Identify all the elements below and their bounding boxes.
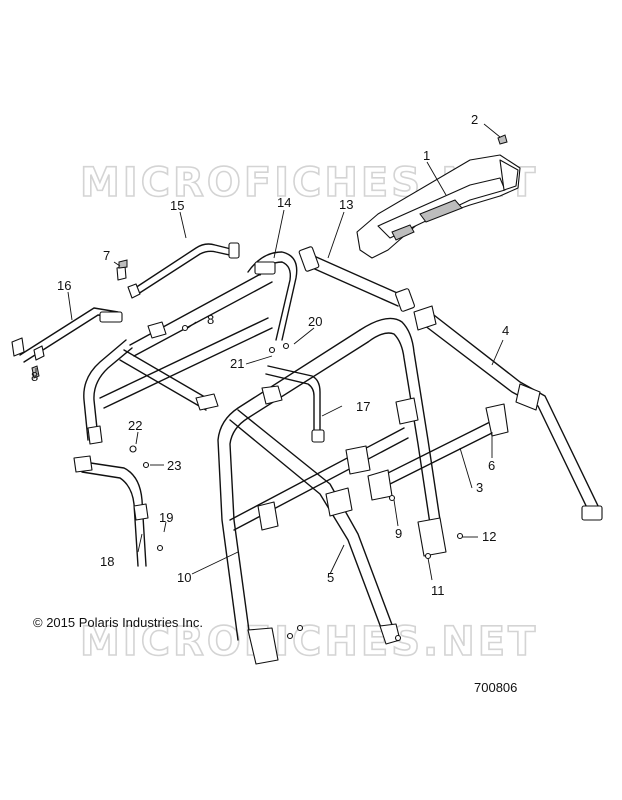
callout-7: 7 xyxy=(103,248,110,263)
callout-17: 17 xyxy=(356,399,370,414)
callout-10: 10 xyxy=(177,570,191,585)
callout-20: 20 xyxy=(308,314,322,329)
callout-15: 15 xyxy=(170,198,184,213)
callout-1: 1 xyxy=(423,148,430,163)
callout-18: 18 xyxy=(100,554,114,569)
part-2-clip xyxy=(497,134,508,145)
part-16-side-bar xyxy=(11,307,123,363)
copyright-text: © 2015 Polaris Industries Inc. xyxy=(33,615,203,630)
callout-5: 5 xyxy=(327,570,334,585)
callout-11: 11 xyxy=(431,583,445,598)
callout-22: 22 xyxy=(128,418,142,433)
part-8-bolt-left xyxy=(31,365,40,379)
leader-lines xyxy=(35,123,504,581)
front-hoop-frame xyxy=(217,317,447,665)
rear-cage-frame xyxy=(83,251,298,445)
callout-2: 2 xyxy=(471,112,478,127)
part-13-cross-tube xyxy=(298,246,415,312)
watermark-bottom: MICROFICHES.NET xyxy=(80,619,538,665)
callout-8-lower: 8 xyxy=(31,369,38,384)
part-18-support xyxy=(73,455,149,567)
callout-4: 4 xyxy=(502,323,509,338)
callout-9: 9 xyxy=(395,526,402,541)
part-1-roof-panel xyxy=(356,154,521,259)
callout-16: 16 xyxy=(57,278,71,293)
callout-12: 12 xyxy=(482,529,496,544)
diagram-number: 700806 xyxy=(474,680,517,695)
callout-19: 19 xyxy=(159,510,173,525)
callout-3: 3 xyxy=(476,480,483,495)
part-15-grab-bar xyxy=(127,242,240,299)
callout-13: 13 xyxy=(339,197,353,212)
callout-23: 23 xyxy=(167,458,181,473)
part-4-side-tube xyxy=(413,305,603,521)
part-3-lower-tube xyxy=(367,403,509,501)
part-17-side-bar xyxy=(265,365,325,443)
callout-6: 6 xyxy=(488,458,495,473)
callout-14: 14 xyxy=(277,195,291,210)
hardware-bits xyxy=(129,324,464,642)
callout-21: 21 xyxy=(230,356,244,371)
part-7-bolt xyxy=(116,259,128,281)
callout-8-upper: 8 xyxy=(207,312,214,327)
